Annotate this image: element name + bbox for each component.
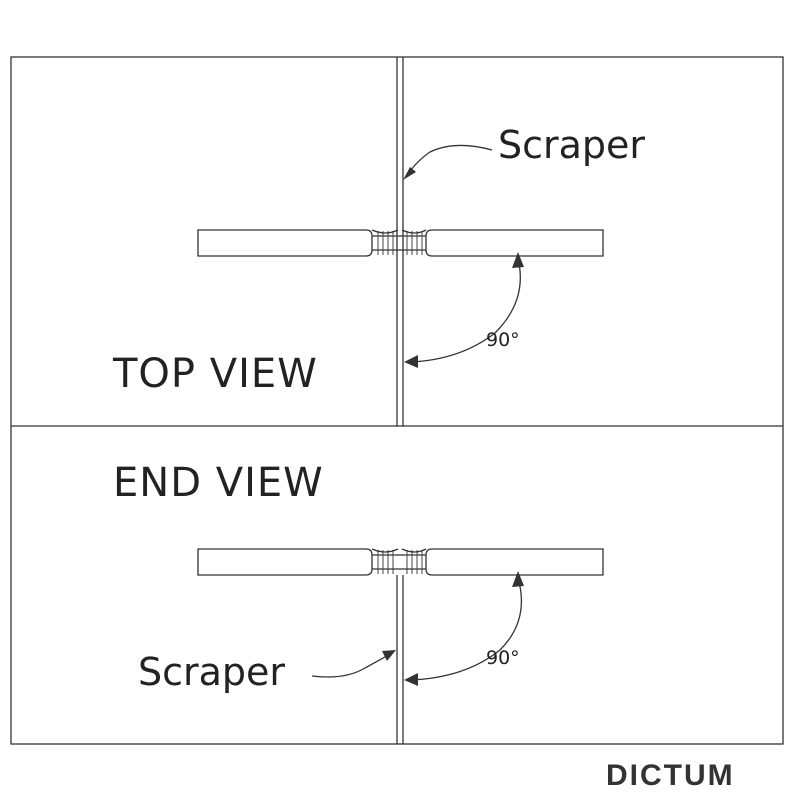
top-view-panel: Scraper 90° TOP VIEW xyxy=(112,57,645,426)
end-view-title: END VIEW xyxy=(113,460,324,506)
end-scraper-label: Scraper xyxy=(138,650,285,694)
top-view-title: TOP VIEW xyxy=(112,351,318,397)
top-scraper-leader xyxy=(403,144,493,180)
end-scraper-leader xyxy=(311,650,396,678)
end-angle-arc xyxy=(404,571,524,686)
top-guide-bar xyxy=(197,229,604,257)
top-scraper-label: Scraper xyxy=(498,123,645,167)
end-angle-label: 90° xyxy=(486,647,520,669)
top-angle-label: 90° xyxy=(486,329,520,351)
dictum-logo: DICTUM xyxy=(606,758,735,794)
end-guide-bar xyxy=(197,548,604,576)
logo-text: DICTUM xyxy=(606,759,735,792)
end-view-panel: END VIEW Scraper xyxy=(113,460,604,744)
top-angle-arc xyxy=(404,252,524,368)
